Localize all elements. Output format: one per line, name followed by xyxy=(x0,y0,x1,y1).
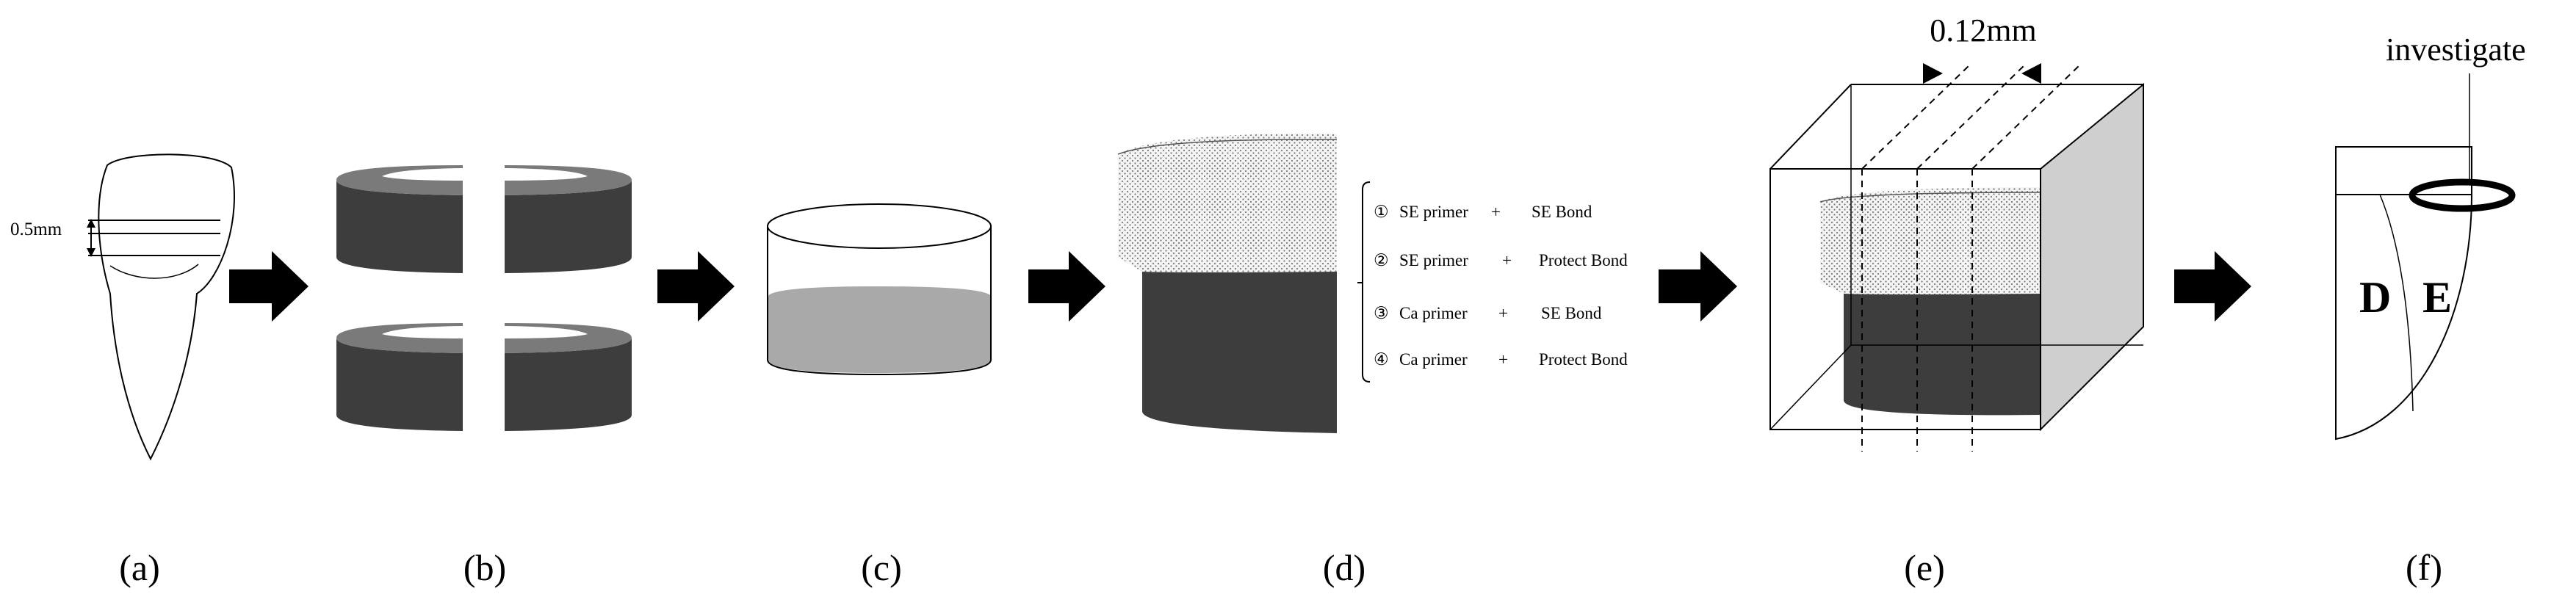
spacing-arrow-right xyxy=(2021,63,2041,84)
svg-text:Protect Bond: Protect Bond xyxy=(1539,350,1628,369)
treatment-4: ④ Ca primer + Protect Bond xyxy=(1374,350,1628,369)
segment-bottom-right xyxy=(505,338,632,431)
svg-text:SE primer: SE primer xyxy=(1399,251,1468,269)
svg-text:SE Bond: SE Bond xyxy=(1531,203,1592,221)
block-front-face xyxy=(1769,168,2041,430)
process-arrow-3 xyxy=(1028,251,1105,322)
panel-e-block: 0.12mm (e) xyxy=(1769,12,2144,588)
dentin-enamel-junction xyxy=(2379,194,2414,412)
panel-c-container: (c) xyxy=(767,203,992,588)
block-side-face xyxy=(2040,82,2144,432)
svg-text:SE Bond: SE Bond xyxy=(1541,304,1602,322)
tooth-crown-line xyxy=(109,264,199,279)
tooth-outline xyxy=(98,153,235,461)
segment-top-right xyxy=(505,180,632,273)
arrowhead-up xyxy=(87,219,95,228)
svg-text:+: + xyxy=(1498,350,1508,369)
svg-text:SE primer: SE primer xyxy=(1399,203,1468,221)
process-arrow-4 xyxy=(1659,251,1737,322)
svg-text:Protect Bond: Protect Bond xyxy=(1539,251,1628,269)
segment-bottom-left xyxy=(336,338,463,431)
panel-label-f: (f) xyxy=(2406,547,2442,588)
svg-text:Ca primer: Ca primer xyxy=(1399,304,1468,322)
treatment-1: ① SE primer + SE Bond xyxy=(1374,203,1592,221)
svg-text:+: + xyxy=(1502,251,1512,269)
svg-text:④: ④ xyxy=(1374,350,1389,369)
thickness-label: 0.5mm xyxy=(10,220,62,239)
spacing-arrow-left xyxy=(1923,63,1943,84)
resin-cylinder xyxy=(1820,187,2041,294)
treatment-brace xyxy=(1357,181,1371,383)
investigation-ring xyxy=(2409,178,2516,212)
segment-top-left xyxy=(336,180,463,273)
panel-label-e: (e) xyxy=(1904,547,1945,588)
resin-layer xyxy=(1118,133,1337,272)
region-e-label: E xyxy=(2422,273,2452,322)
panel-label-a: (a) xyxy=(119,547,160,588)
process-arrow-2 xyxy=(657,251,735,322)
svg-text:Ca primer: Ca primer xyxy=(1399,350,1468,369)
panel-label-b: (b) xyxy=(463,547,506,588)
investigate-label: investigate xyxy=(2386,32,2526,68)
panel-d-specimen: ① SE primer + SE Bond ② SE primer + Prot… xyxy=(1117,133,1628,588)
treatment-3: ③ Ca primer + SE Bond xyxy=(1374,304,1602,322)
container-rim xyxy=(767,203,992,249)
panel-label-c: (c) xyxy=(861,547,902,588)
cut-spacing-label: 0.12mm xyxy=(1930,12,2036,48)
svg-text:+: + xyxy=(1498,304,1508,322)
svg-text:①: ① xyxy=(1374,203,1389,221)
panel-a-tooth: 0.5mm (a) xyxy=(10,153,235,588)
svg-text:③: ③ xyxy=(1374,304,1389,322)
region-d-label: D xyxy=(2359,273,2391,322)
svg-text:+: + xyxy=(1491,203,1501,221)
treatment-2: ② SE primer + Protect Bond xyxy=(1374,251,1628,269)
process-arrow-5 xyxy=(2174,251,2251,322)
process-arrow-1 xyxy=(229,251,309,322)
svg-text:②: ② xyxy=(1374,251,1389,269)
arrowhead-down xyxy=(87,248,95,257)
panel-label-d: (d) xyxy=(1323,547,1365,588)
panel-f-section: investigate D E (f) xyxy=(2335,32,2526,588)
dentin-block xyxy=(1142,272,1337,433)
panel-b-segments: (b) xyxy=(336,165,632,588)
dentin-cylinder xyxy=(1844,294,2041,416)
section-outline xyxy=(2335,146,2472,441)
liquid xyxy=(768,286,992,373)
treatment-list: ① SE primer + SE Bond ② SE primer + Prot… xyxy=(1374,203,1628,369)
